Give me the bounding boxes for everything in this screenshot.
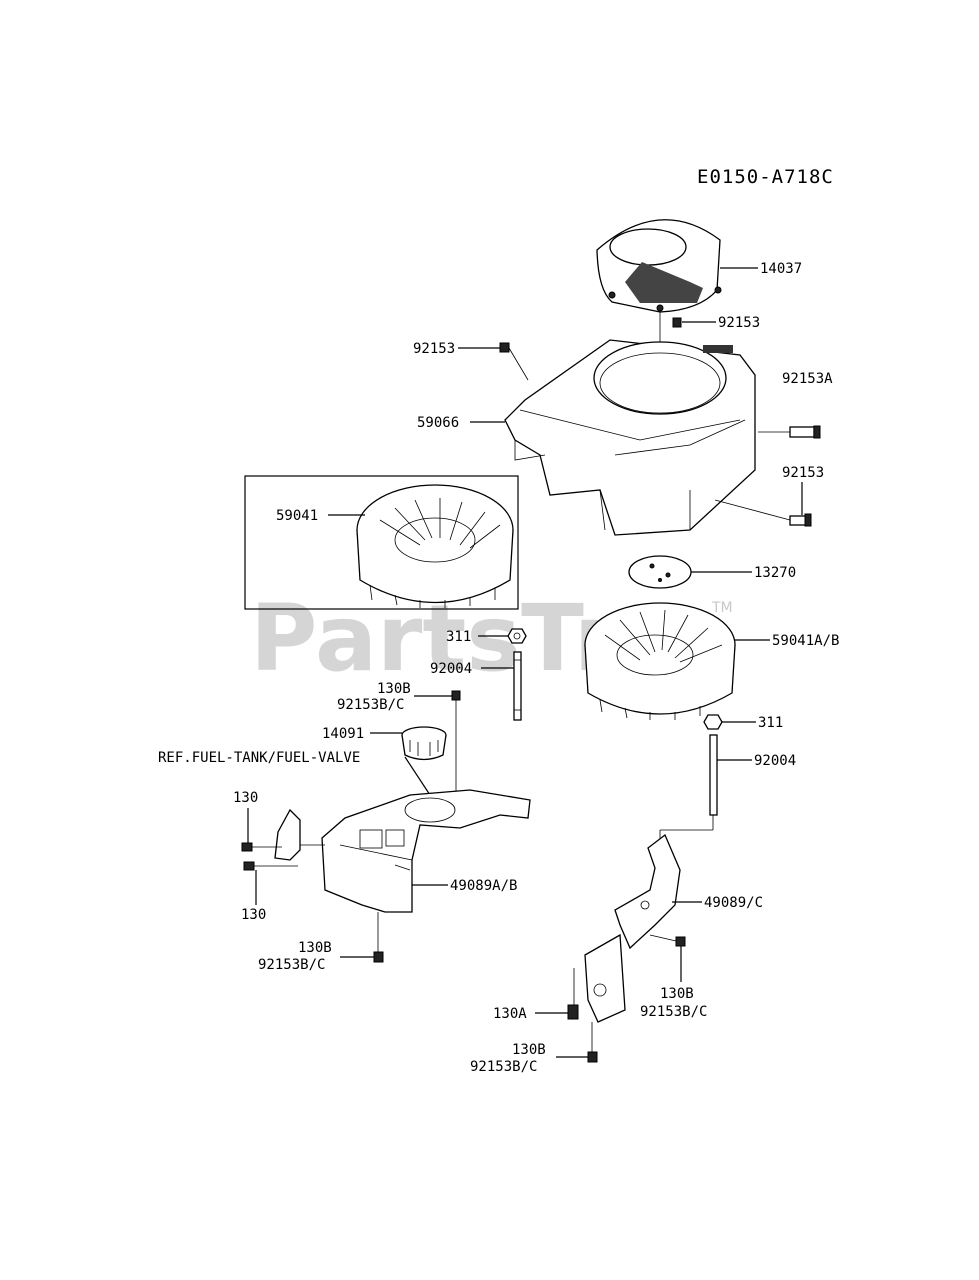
nut-311-b[interactable] — [703, 714, 723, 730]
bracket-left[interactable] — [274, 808, 301, 861]
label-92153-right: 92153 — [782, 465, 824, 481]
bolt-92153-right[interactable] — [789, 513, 812, 527]
bolt-130B-c[interactable] — [675, 936, 686, 947]
label-92153BC-c: 92153B/C — [640, 1004, 707, 1020]
stud-92004-a[interactable] — [513, 651, 522, 721]
bolt-130-b[interactable] — [243, 861, 298, 871]
label-59041: 59041 — [276, 508, 318, 524]
label-ref-fuel-tank-valve: REF.FUEL-TANK/FUEL-VALVE — [158, 750, 360, 766]
nut-311-a[interactable] — [507, 628, 527, 644]
label-14037: 14037 — [760, 261, 802, 277]
bolt-130B-d[interactable] — [587, 1051, 598, 1063]
bolt-130B-b[interactable] — [373, 951, 384, 963]
label-130B-d: 130B — [512, 1042, 546, 1058]
label-130A: 130A — [493, 1006, 527, 1022]
part-49089AB-plate[interactable] — [321, 789, 531, 913]
label-130B-a: 130B — [377, 681, 411, 697]
part-13270-plate[interactable] — [628, 555, 692, 589]
part-59041AB-fan[interactable] — [584, 602, 736, 720]
label-49089C: 49089/C — [704, 895, 763, 911]
label-59066: 59066 — [417, 415, 459, 431]
label-130-a: 130 — [233, 790, 258, 806]
part-59041-fan[interactable] — [356, 484, 514, 608]
label-59041AB: 59041A/B — [772, 633, 839, 649]
label-92153-left: 92153 — [413, 341, 455, 357]
bolt-92153-left[interactable] — [499, 342, 510, 353]
part-49089C-bracket[interactable] — [584, 833, 681, 1023]
diagram-code: E0150-A718C — [697, 166, 834, 188]
alternate-part-box — [244, 475, 519, 610]
bolt-130B-a[interactable] — [451, 690, 461, 701]
bolt-92153-top[interactable] — [672, 317, 682, 328]
part-14091-cup[interactable] — [401, 726, 447, 761]
bolt-92153A[interactable] — [789, 425, 821, 439]
label-311-b: 311 — [758, 715, 783, 731]
label-92153-top: 92153 — [718, 315, 760, 331]
label-130B-b: 130B — [298, 940, 332, 956]
watermark-trademark: TM — [711, 600, 733, 616]
label-130-b: 130 — [241, 907, 266, 923]
label-49089AB: 49089A/B — [450, 878, 517, 894]
bolt-130A[interactable] — [567, 1004, 579, 1020]
part-59066-shroud[interactable] — [504, 339, 756, 536]
part-14037-screen[interactable] — [596, 219, 722, 313]
label-92153BC-d: 92153B/C — [470, 1059, 537, 1075]
label-130B-c: 130B — [660, 986, 694, 1002]
label-92004-a: 92004 — [430, 661, 472, 677]
label-14091: 14091 — [322, 726, 364, 742]
label-92153A: 92153A — [782, 371, 833, 387]
label-311-a: 311 — [446, 629, 471, 645]
stud-92004-b[interactable] — [709, 734, 718, 816]
bolt-130-a[interactable] — [241, 842, 282, 852]
label-92004-b: 92004 — [754, 753, 796, 769]
label-92153BC-a: 92153B/C — [337, 697, 404, 713]
label-92153BC-b: 92153B/C — [258, 957, 325, 973]
label-13270: 13270 — [754, 565, 796, 581]
